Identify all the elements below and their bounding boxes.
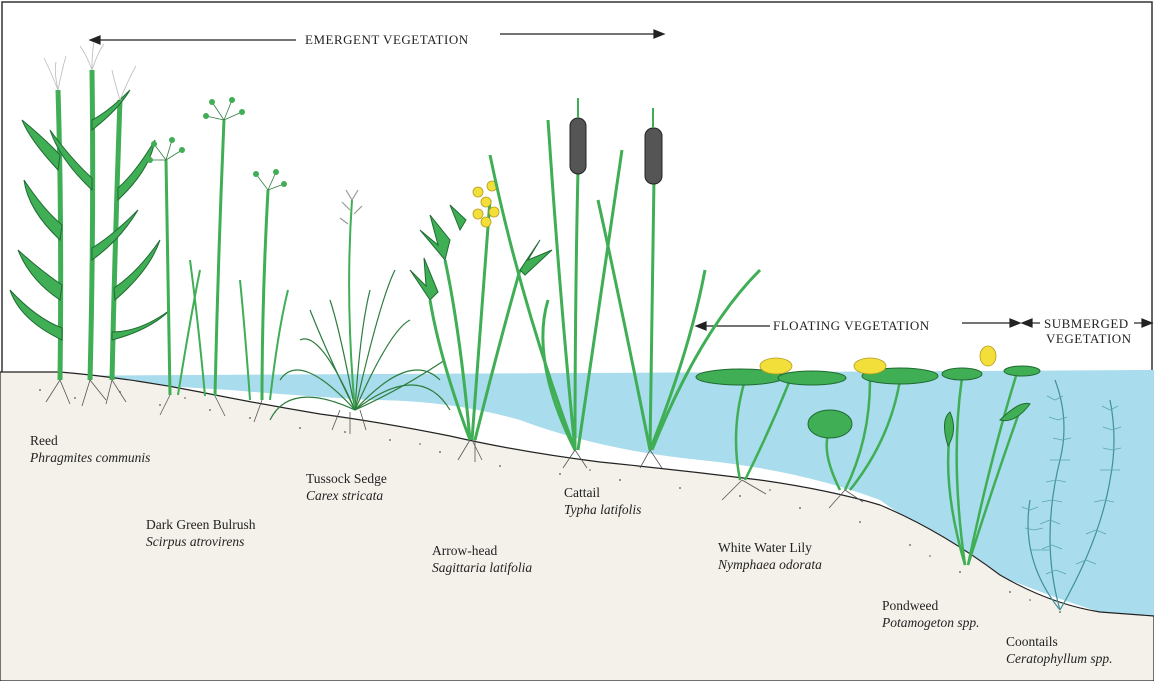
pondweed-label: Pondweed Potamogeton spp. <box>882 597 980 631</box>
water-lily-common-name: White Water Lily <box>718 539 822 556</box>
sedge-latin-name: Carex stricata <box>306 487 387 504</box>
coontail-common-name: Coontails <box>1006 633 1113 650</box>
submerged-zone-label-line1: SUBMERGED <box>1044 316 1129 331</box>
bulrush-latin-name: Scirpus atrovirens <box>146 533 255 550</box>
water-lily-latin-name: Nymphaea odorata <box>718 556 822 573</box>
reed-latin-name: Phragmites communis <box>30 449 150 466</box>
emergent-zone-label: EMERGENT VEGETATION <box>305 32 469 47</box>
sedge-label: Tussock Sedge Carex stricata <box>306 470 387 504</box>
cattail-common-name: Cattail <box>564 484 641 501</box>
cattail-latin-name: Typha latifolis <box>564 501 641 518</box>
reed-common-name: Reed <box>30 432 150 449</box>
pondweed-common-name: Pondweed <box>882 597 980 614</box>
cattail-label: Cattail Typha latifolis <box>564 484 641 518</box>
coontail-label: Coontails Ceratophyllum spp. <box>1006 633 1113 667</box>
floating-zone-label: FLOATING VEGETATION <box>773 318 930 333</box>
water-lily-label: White Water Lily Nymphaea odorata <box>718 539 822 573</box>
sedge-common-name: Tussock Sedge <box>306 470 387 487</box>
reed-label: Reed Phragmites communis <box>30 432 150 466</box>
bulrush-label: Dark Green Bulrush Scirpus atrovirens <box>146 516 255 550</box>
submerged-zone-label-line2: VEGETATION <box>1046 331 1132 346</box>
pondweed-latin-name: Potamogeton spp. <box>882 614 980 631</box>
arrowhead-latin-name: Sagittaria latifolia <box>432 559 532 576</box>
arrowhead-label: Arrow-head Sagittaria latifolia <box>432 542 532 576</box>
arrowhead-common-name: Arrow-head <box>432 542 532 559</box>
reed-plant <box>10 42 170 406</box>
coontail-latin-name: Ceratophyllum spp. <box>1006 650 1113 667</box>
bulrush-plant <box>147 97 288 422</box>
bulrush-common-name: Dark Green Bulrush <box>146 516 255 533</box>
